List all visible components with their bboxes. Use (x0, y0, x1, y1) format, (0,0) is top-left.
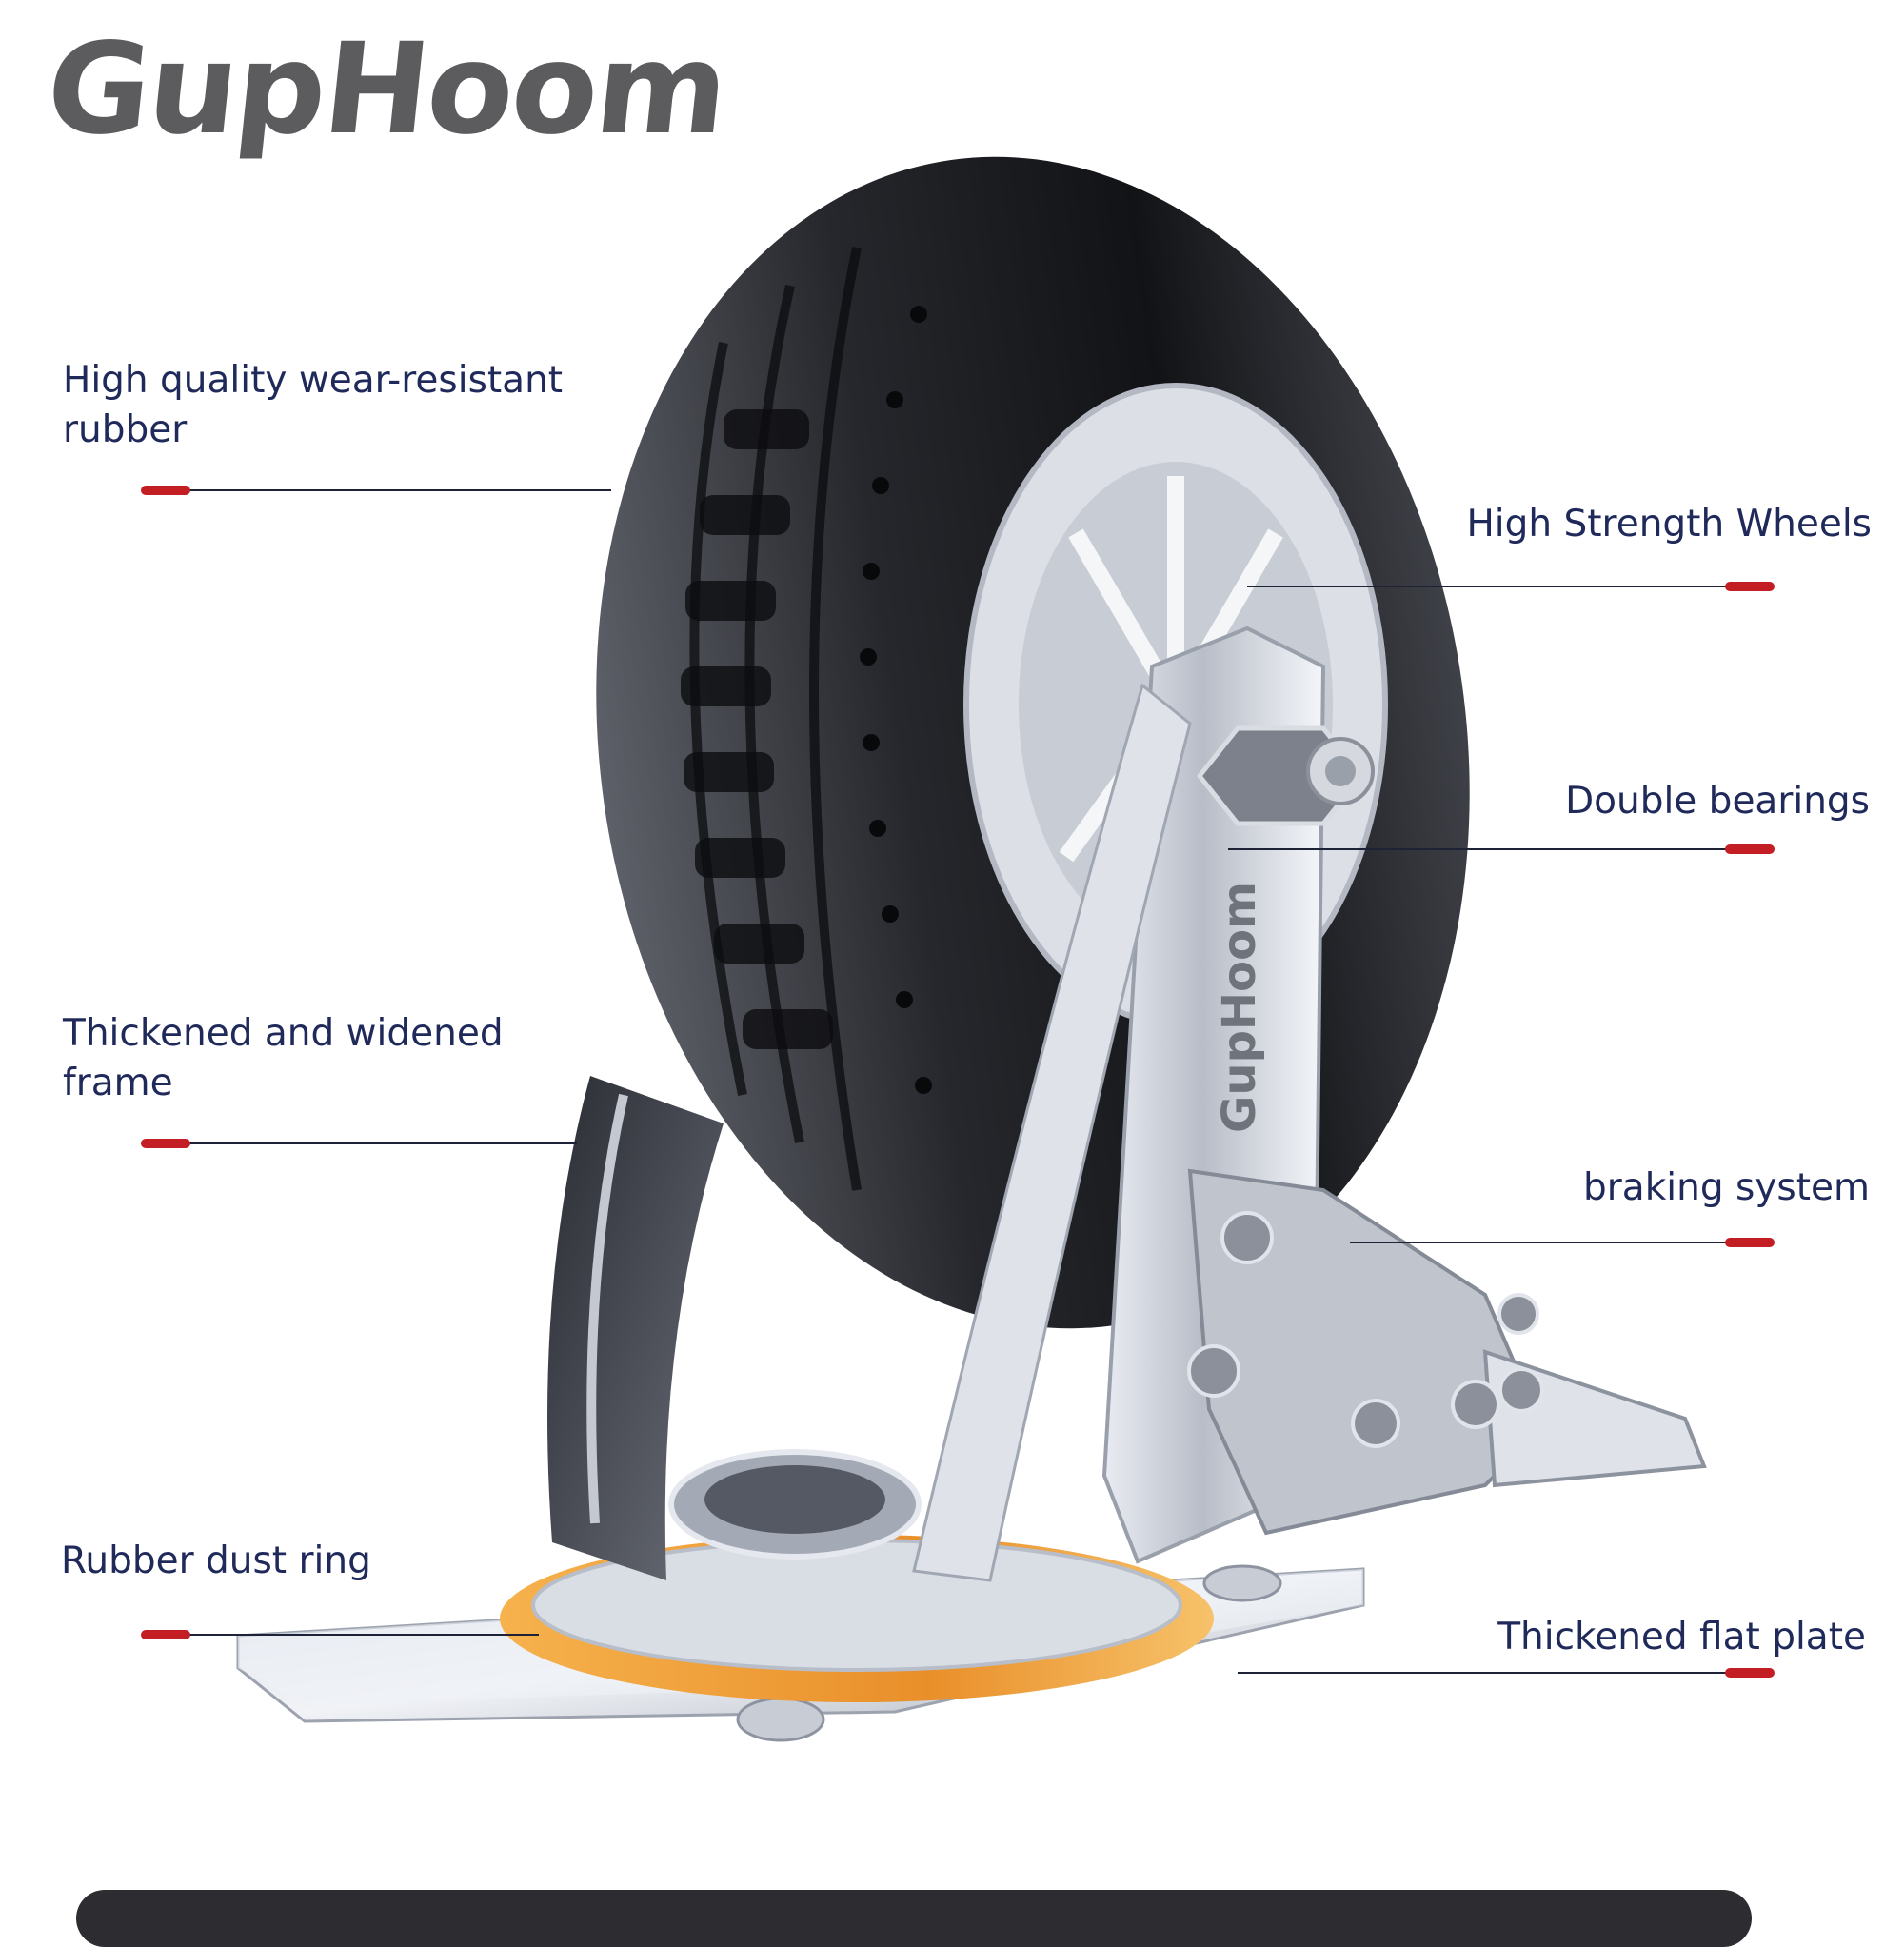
label-rubber-line1: High quality wear-resistant (63, 359, 564, 402)
leader-tick-wheels (1725, 582, 1775, 591)
leader-line-bearings (1228, 848, 1773, 850)
label-frame: Thickened and widened frame (63, 1009, 504, 1108)
caster-wheel-illustration: GupHoom (236, 156, 1707, 1742)
label-frame-line2: frame (63, 1062, 173, 1104)
leader-line-rubber (143, 489, 611, 491)
leader-line-braking (1350, 1242, 1773, 1243)
brand-logo: GupHoom (39, 16, 734, 163)
leader-line-plate (1238, 1672, 1773, 1674)
leader-line-dust-ring (143, 1634, 539, 1636)
leader-tick-dust-ring (141, 1630, 190, 1639)
label-wheels: High Strength Wheels (1466, 503, 1872, 546)
leader-tick-plate (1725, 1668, 1775, 1678)
leader-tick-bearings (1725, 844, 1775, 854)
frame-stamp: GupHoom (1213, 882, 1266, 1133)
label-rubber-line2: rubber (63, 408, 188, 451)
leader-tick-rubber (141, 486, 190, 495)
leader-line-wheels (1247, 586, 1771, 587)
label-braking: braking system (1583, 1166, 1870, 1209)
leader-tick-braking (1725, 1238, 1775, 1247)
label-bearings: Double bearings (1565, 780, 1870, 823)
label-rubber: High quality wear-resistant rubber (63, 356, 563, 455)
label-dust-ring: Rubber dust ring (61, 1540, 371, 1582)
leader-tick-frame (141, 1139, 190, 1148)
leader-line-frame (143, 1142, 577, 1144)
label-frame-line1: Thickened and widened (63, 1012, 504, 1055)
bottom-banner (76, 1890, 1752, 1947)
label-plate: Thickened flat plate (1497, 1616, 1866, 1659)
